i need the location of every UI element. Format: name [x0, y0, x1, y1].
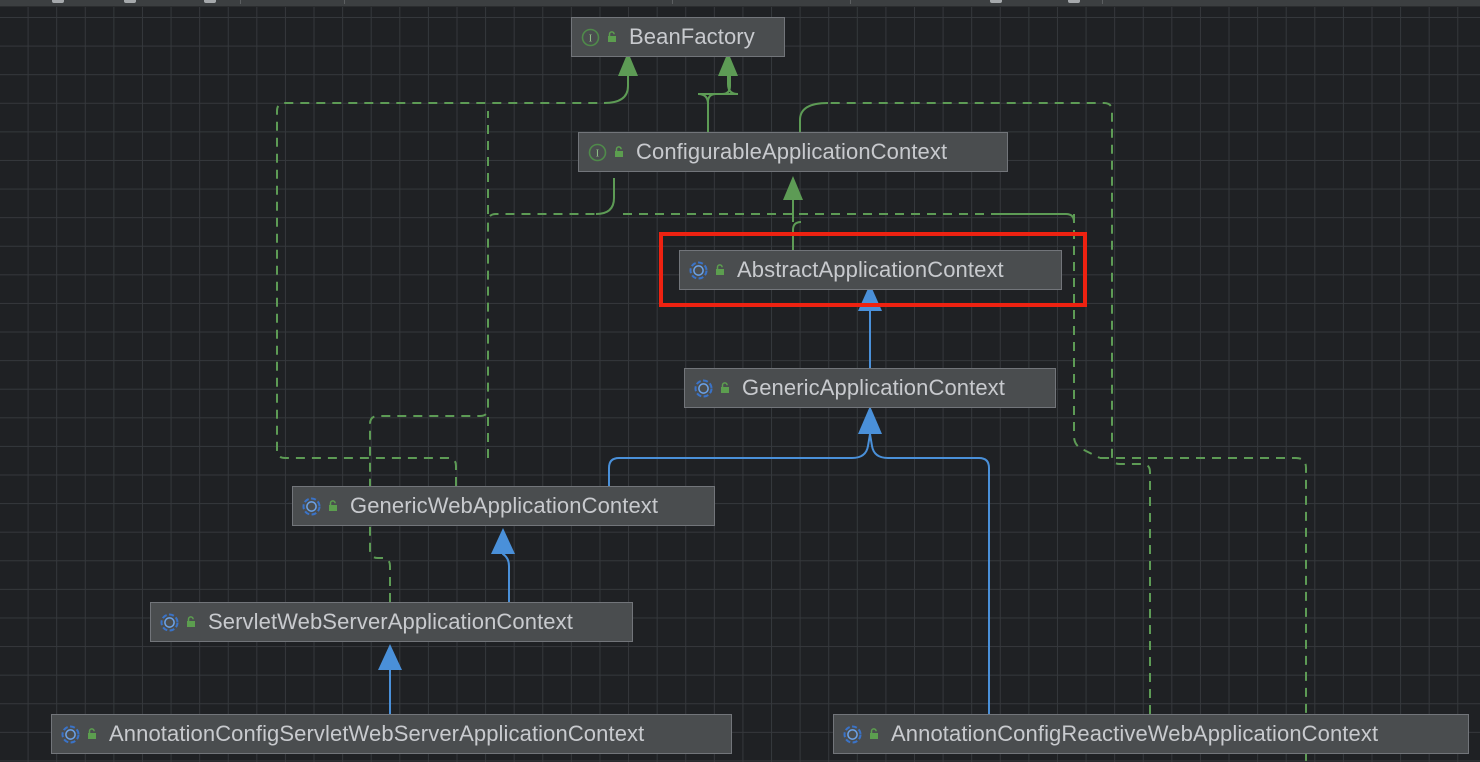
svg-text:I: I [596, 147, 600, 159]
node-beanfactory[interactable]: I BeanFactory [571, 17, 785, 57]
toolbar-separator [240, 0, 241, 4]
node-label: BeanFactory [629, 24, 755, 49]
edge-genericapplicationcontext-abstractapplicationcontext [858, 284, 882, 368]
toolbar-separator [850, 0, 851, 4]
unlocked-icon [718, 381, 732, 395]
class-icon [689, 261, 708, 280]
unlocked-icon [713, 263, 727, 277]
export-button[interactable] [1068, 0, 1080, 3]
unlocked-icon [867, 727, 881, 741]
node-label: ConfigurableApplicationContext [636, 139, 948, 164]
unlocked-icon [326, 499, 340, 513]
edge-annotationconfigreactivewebapplicationcontext-genericapplicationcontext [858, 406, 990, 714]
unlocked-icon [184, 615, 198, 629]
class-icon [694, 379, 713, 398]
node-annotationconfigreactivewebapplicationcontext[interactable]: AnnotationConfigReactiveWebApplicationCo… [833, 714, 1469, 754]
node-label: GenericApplicationContext [742, 375, 1005, 400]
node-configurableapplicationcontext[interactable]: I ConfigurableApplicationContext [578, 132, 1008, 172]
unlocked-icon [612, 145, 626, 159]
actual-size-button[interactable] [204, 0, 216, 3]
interface-icon: I [588, 143, 607, 162]
node-abstractapplicationcontext[interactable]: AbstractApplicationContext [679, 250, 1062, 290]
edge-configurableapplicationcontext-beanfactory [697, 52, 739, 132]
edge-configurable-riser [707, 72, 731, 132]
unlocked-icon [85, 727, 99, 741]
layout-button[interactable] [990, 0, 1002, 3]
interface-icon: I [581, 28, 600, 47]
node-label: GenericWebApplicationContext [350, 493, 659, 518]
edge-genericwebapplicationcontext-beanfactory [276, 52, 638, 486]
svg-text:I: I [589, 32, 593, 44]
toolbar-separator [344, 0, 345, 4]
edge-servletwebserverapplicationcontext-configurableapplicationcontext [369, 178, 615, 602]
zoom-out-button[interactable] [124, 0, 136, 3]
toolbar-separator [1102, 0, 1103, 4]
edge-genericwebapplicationcontext-genericapplicationcontext [608, 433, 871, 486]
toolbar-separator [672, 0, 673, 4]
edge-annotationconfigservletwebserverapplicationcontext-servletwebserverapplicationcontext [378, 644, 402, 714]
zoom-in-button[interactable] [52, 0, 64, 3]
node-label: AnnotationConfigServletWebServerApplicat… [109, 721, 645, 746]
edge-servletwebserverapplicationcontext-genericwebapplicationcontext [491, 528, 515, 602]
class-icon [302, 497, 321, 516]
class-icon [843, 725, 862, 744]
node-genericapplicationcontext[interactable]: GenericApplicationContext [684, 368, 1056, 408]
node-label: AnnotationConfigReactiveWebApplicationCo… [891, 721, 1379, 746]
node-genericwebapplicationcontext[interactable]: GenericWebApplicationContext [292, 486, 715, 526]
edge-annotationconfigreactivewebapplicationcontext-configurableapplicationcontext [799, 102, 1151, 714]
diagram-toolbar[interactable] [0, 0, 1480, 7]
class-icon [160, 613, 179, 632]
diagram-canvas[interactable]: .gdash { fill:none; stroke:#5d9b55; stro… [0, 6, 1480, 762]
node-label: ServletWebServerApplicationContext [208, 609, 573, 634]
edge-abstractapplicationcontext-configurableapplicationcontext [783, 176, 803, 250]
node-annotationconfigservletwebserverapplicationcontext[interactable]: AnnotationConfigServletWebServerApplicat… [51, 714, 732, 754]
node-label: AbstractApplicationContext [737, 257, 1004, 282]
unlocked-icon [605, 30, 619, 44]
node-servletwebserverapplicationcontext[interactable]: ServletWebServerApplicationContext [150, 602, 633, 642]
class-icon [61, 725, 80, 744]
